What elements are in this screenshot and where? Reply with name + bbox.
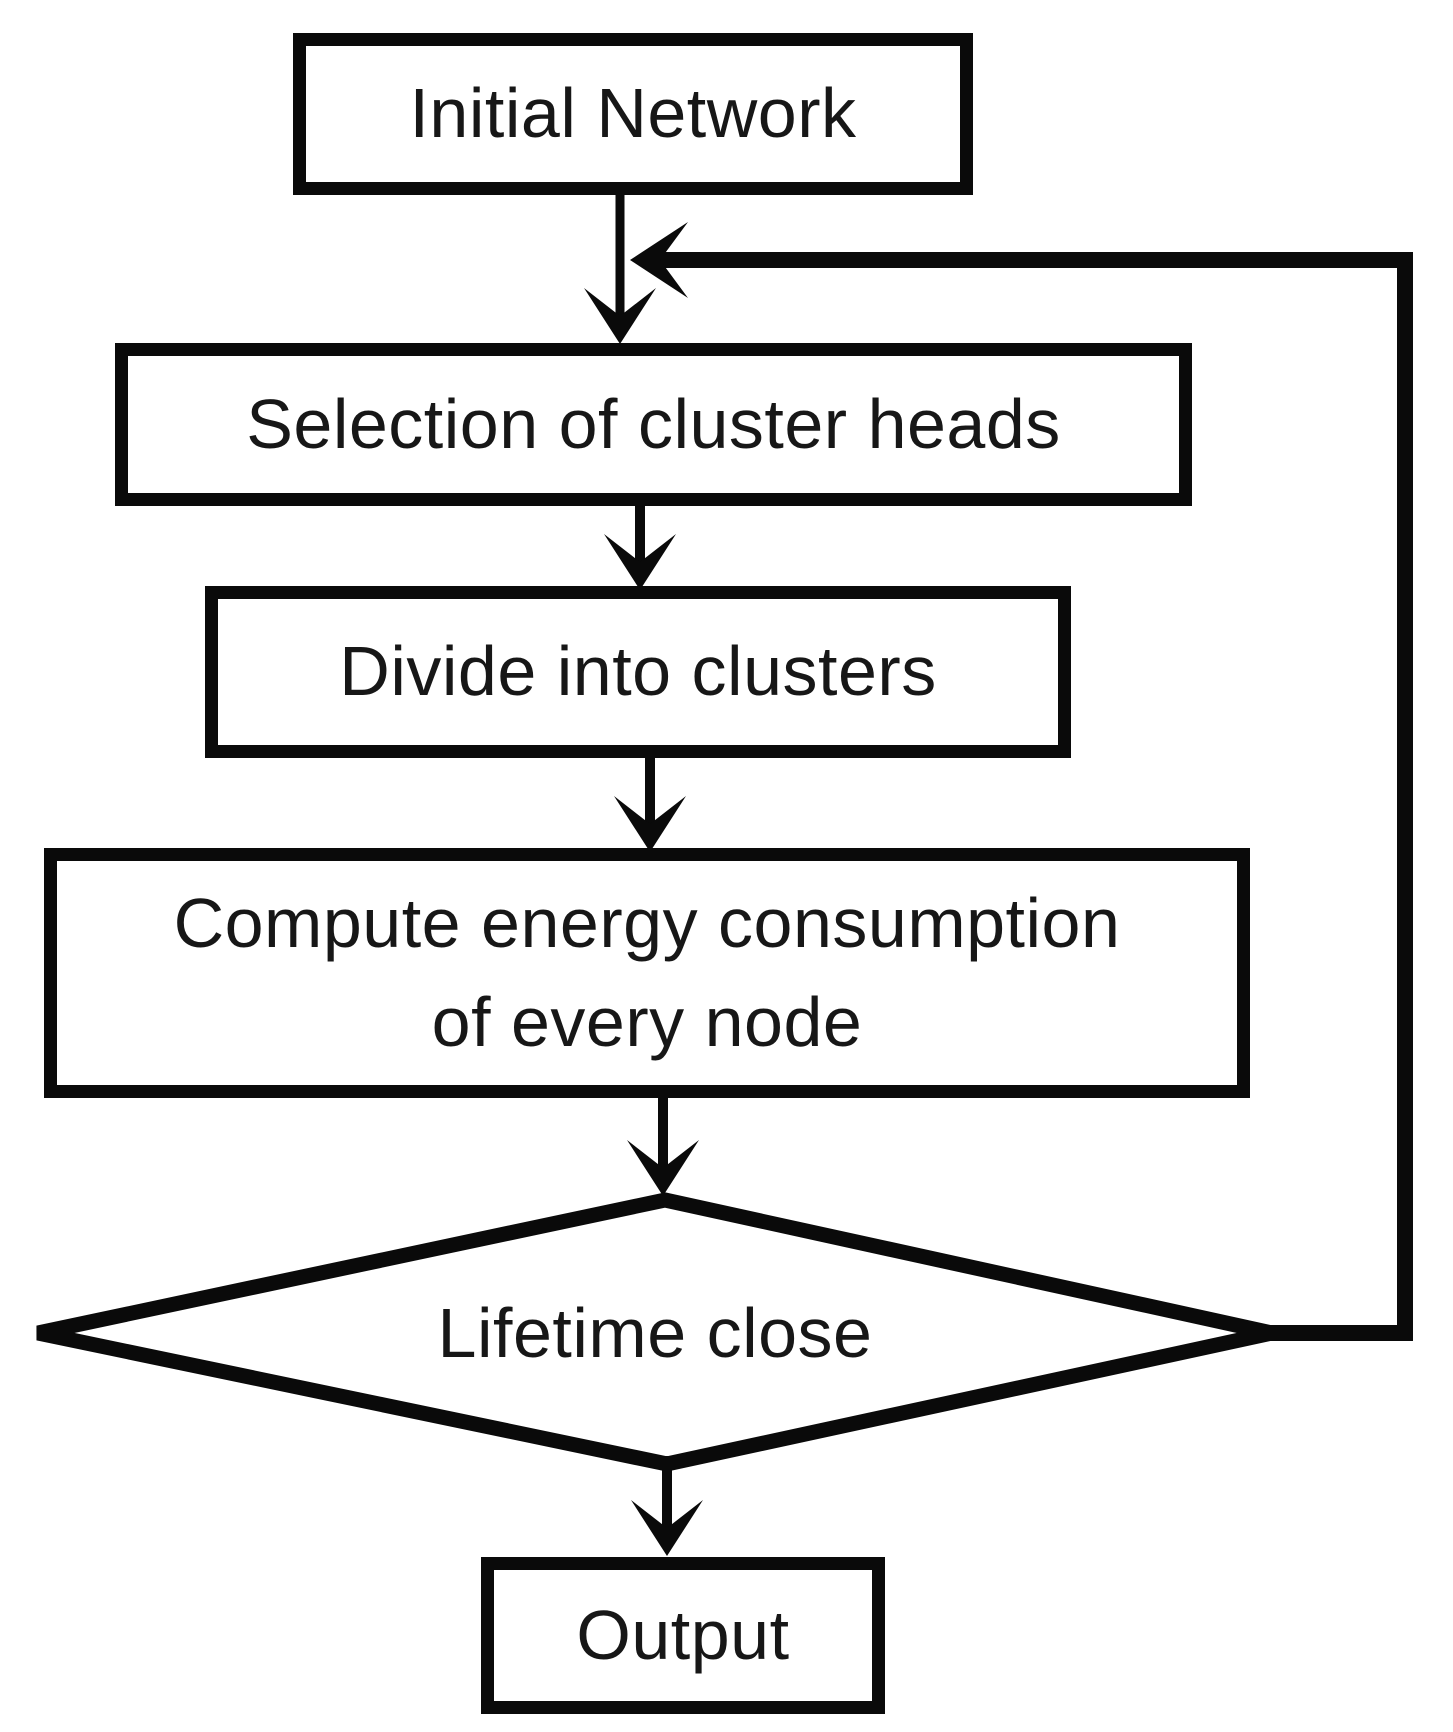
- arrowhead-down-icon: [627, 1140, 699, 1196]
- node-divide-into-clusters: Divide into clusters: [205, 586, 1071, 758]
- node-compute-label: Compute energy consumption of every node: [174, 874, 1121, 1073]
- node-divide-label: Divide into clusters: [339, 632, 937, 711]
- arrowhead-down-icon: [614, 796, 686, 852]
- node-output-label: Output: [576, 1595, 790, 1674]
- feedback-arrowhead-icon: [630, 222, 688, 298]
- node-lifetime-close-label: Lifetime close: [437, 1294, 873, 1372]
- node-output: Output: [481, 1557, 885, 1714]
- arrowhead-down-icon: [584, 288, 656, 344]
- node-selection-label: Selection of cluster heads: [246, 384, 1061, 463]
- node-initial-network: Initial Network: [293, 33, 973, 195]
- node-initial-network-label: Initial Network: [409, 74, 857, 153]
- node-compute-label-line1: Compute energy consumption: [173, 883, 1121, 962]
- arrow-selection-to-divide: [604, 500, 676, 590]
- arrow-compute-to-lifetime: [627, 1094, 699, 1196]
- node-compute-label-line2: of every node: [431, 983, 863, 1061]
- feedback-loop-arrow: [630, 222, 1413, 1341]
- node-compute-energy-consumption: Compute energy consumption of every node: [44, 848, 1250, 1098]
- node-selection-of-cluster-heads: Selection of cluster heads: [115, 343, 1192, 506]
- node-lifetime-close: Lifetime close: [155, 1268, 1155, 1398]
- arrowhead-down-icon: [604, 534, 676, 590]
- arrow-initial-to-selection: [584, 193, 656, 344]
- arrow-lifetime-to-output: [631, 1456, 703, 1556]
- arrow-divide-to-compute: [614, 752, 686, 852]
- arrowhead-down-icon: [631, 1500, 703, 1556]
